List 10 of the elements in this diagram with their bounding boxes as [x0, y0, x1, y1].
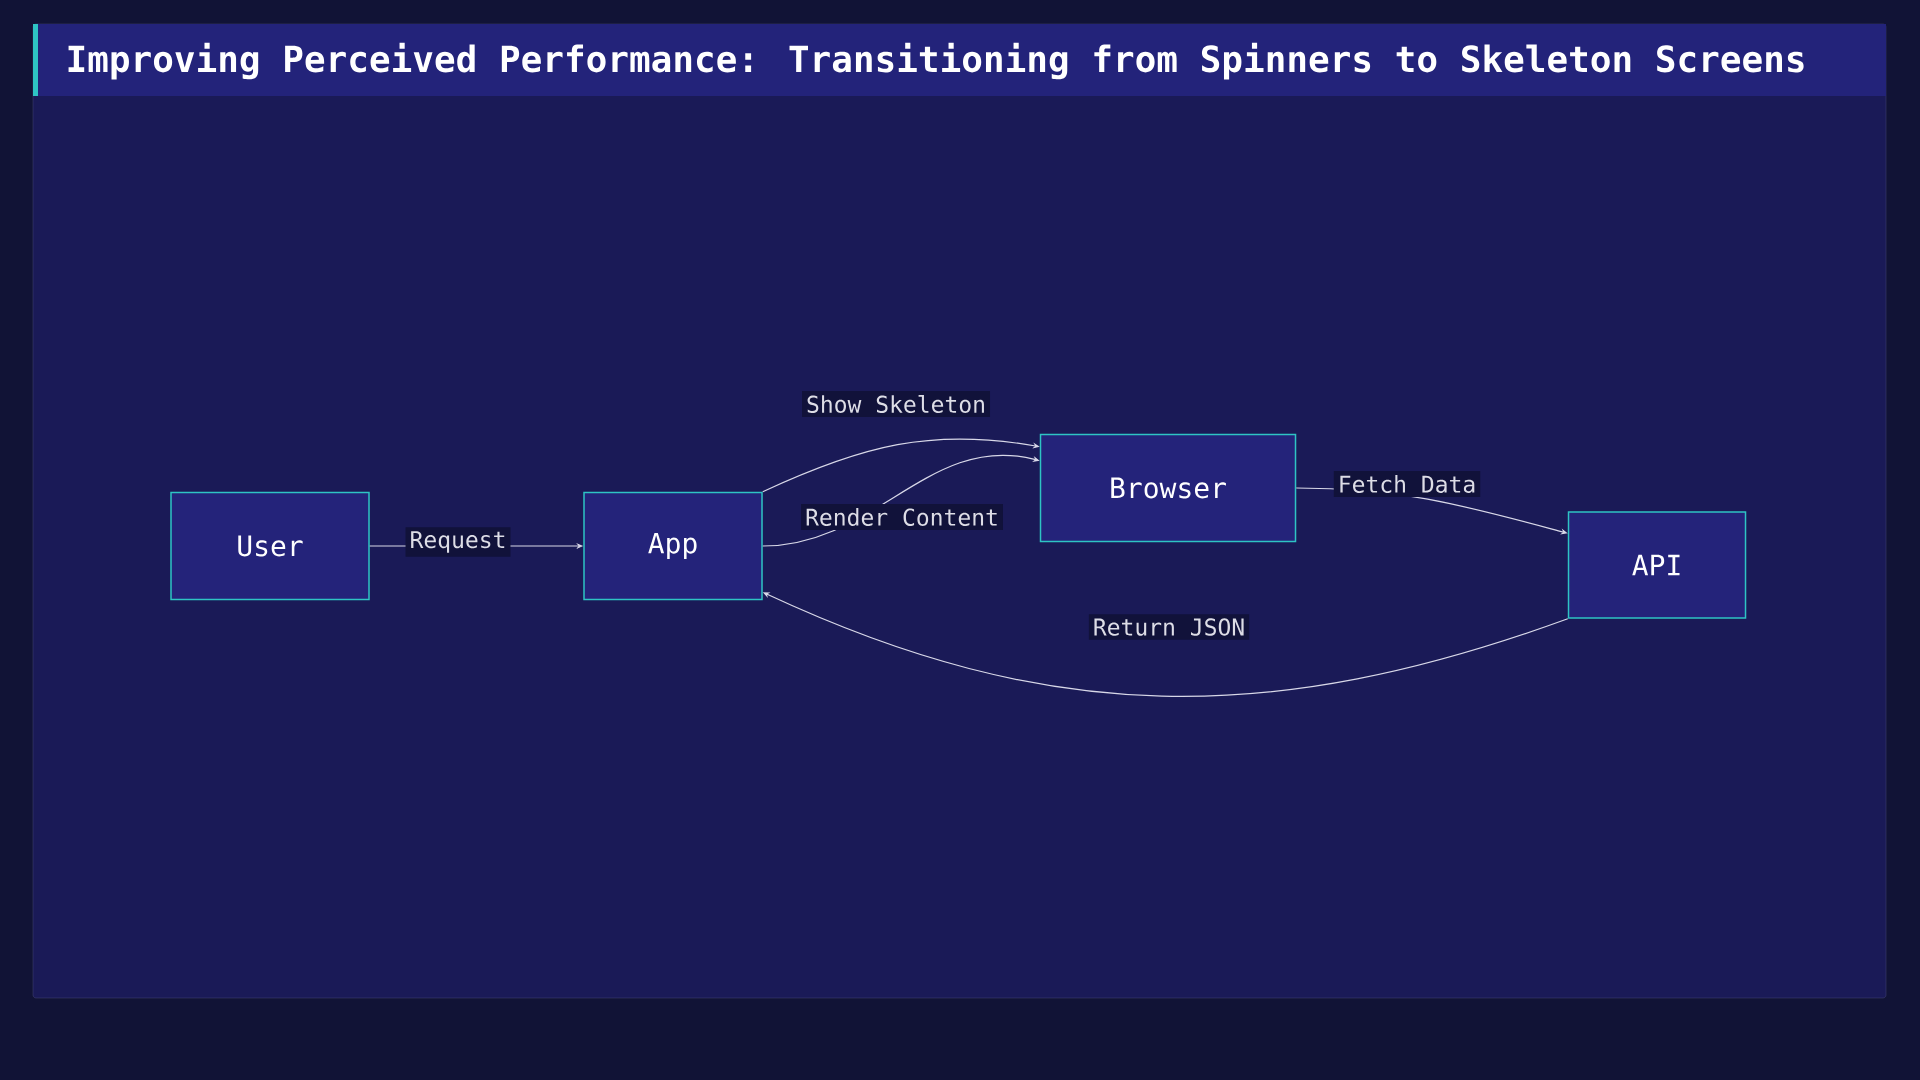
title-bar: Improving Perceived Performance: Transitioning from Spinners to Skeleton Screens: [33, 24, 1886, 96]
edge-label: Show Skeleton: [802, 391, 990, 417]
edge-label: Request: [405, 527, 511, 557]
process-box: App: [583, 491, 763, 601]
process-box: API: [1567, 511, 1747, 619]
edge-label: Fetch Data: [1333, 471, 1481, 497]
process-box: User: [170, 491, 370, 601]
edge-label: Return JSON: [1088, 614, 1250, 640]
process-box: Browser: [1039, 433, 1297, 543]
edge-label: Render Content: [801, 504, 1003, 530]
